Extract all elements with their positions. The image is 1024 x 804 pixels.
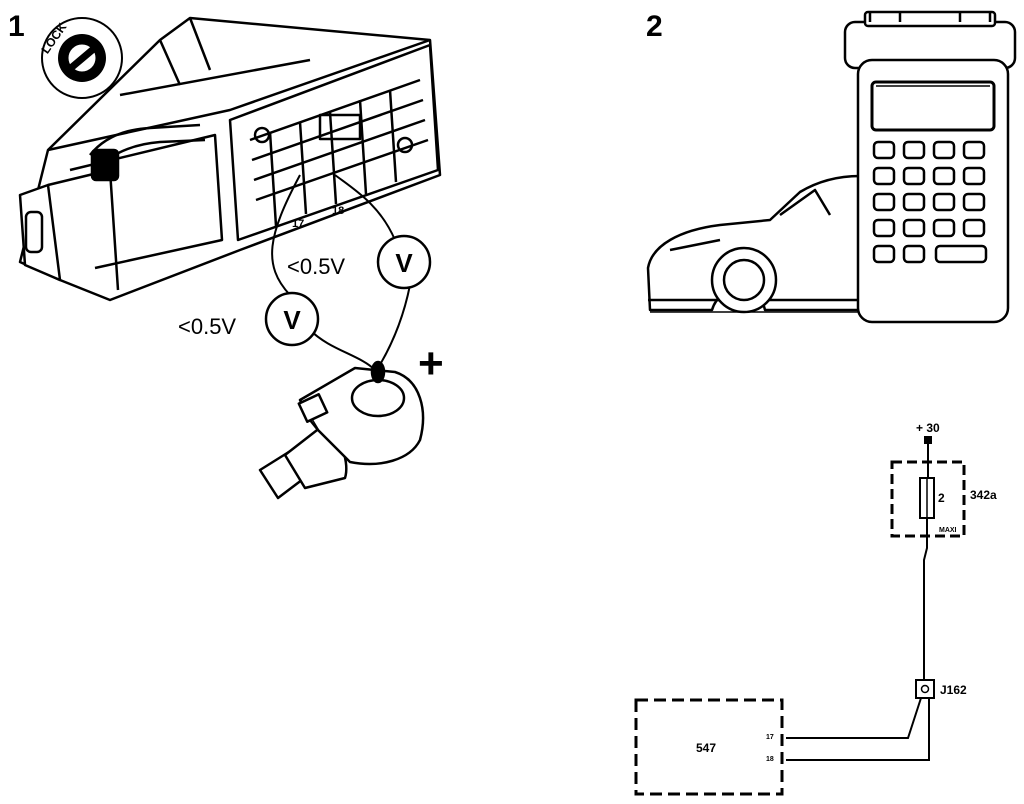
tester-key — [932, 192, 956, 212]
tester-key — [902, 192, 926, 212]
tester-key — [962, 192, 986, 212]
tester-key — [902, 166, 926, 186]
voltmeter-b-symbol: V — [395, 248, 413, 278]
tester-key — [872, 166, 896, 186]
tester-key — [902, 244, 926, 264]
tester-key — [872, 218, 896, 238]
tester-key-wide — [934, 244, 988, 264]
tester-key — [932, 166, 956, 186]
tester-key — [932, 218, 956, 238]
wiring-schematic: + 30 2 342a MAXI J162 547 17 18 — [634, 421, 997, 796]
fuse-box-note: MAXI — [939, 527, 957, 534]
tester-key — [962, 166, 986, 186]
tester-key — [962, 140, 986, 160]
tester-key — [872, 244, 896, 264]
ecu-connector-drawing — [18, 16, 442, 302]
car-icon — [646, 174, 865, 314]
tester-key — [902, 140, 926, 160]
tester-key — [872, 140, 896, 160]
module-pin-17: 17 — [766, 734, 774, 741]
tester-key — [902, 218, 926, 238]
voltmeter-a: V — [264, 291, 320, 347]
fuse-box-ref: 342a — [970, 488, 997, 502]
module-547-outline — [634, 698, 784, 796]
module-ref: 547 — [696, 741, 716, 755]
supply-node — [924, 436, 932, 444]
pin-18-label: 18 — [332, 205, 344, 217]
positive-terminal-sign: + — [418, 339, 444, 388]
tester-key — [872, 192, 896, 212]
connector-ref: J162 — [940, 683, 967, 697]
diagnostic-tester-icon — [843, 10, 1017, 324]
connector-j162 — [915, 679, 935, 699]
voltmeter-a-symbol: V — [283, 305, 301, 335]
pin-17-label: 17 — [292, 218, 304, 230]
panel-1-number: 1 — [8, 10, 25, 43]
tester-key — [932, 140, 956, 160]
reading-b: <0.5V — [287, 254, 345, 279]
fuse-value: 2 — [938, 491, 945, 505]
tester-keypad — [872, 140, 988, 264]
panel-2-number: 2 — [646, 10, 663, 43]
module-pin-18: 18 — [766, 756, 774, 763]
test-leads — [271, 174, 411, 371]
supply-label: + 30 — [916, 421, 940, 435]
battery-terminal-drawing — [258, 360, 425, 500]
voltmeter-b: V — [376, 234, 432, 290]
tester-key — [962, 218, 986, 238]
lock-icon: LOCK — [38, 17, 123, 99]
reading-a: <0.5V — [178, 314, 236, 339]
